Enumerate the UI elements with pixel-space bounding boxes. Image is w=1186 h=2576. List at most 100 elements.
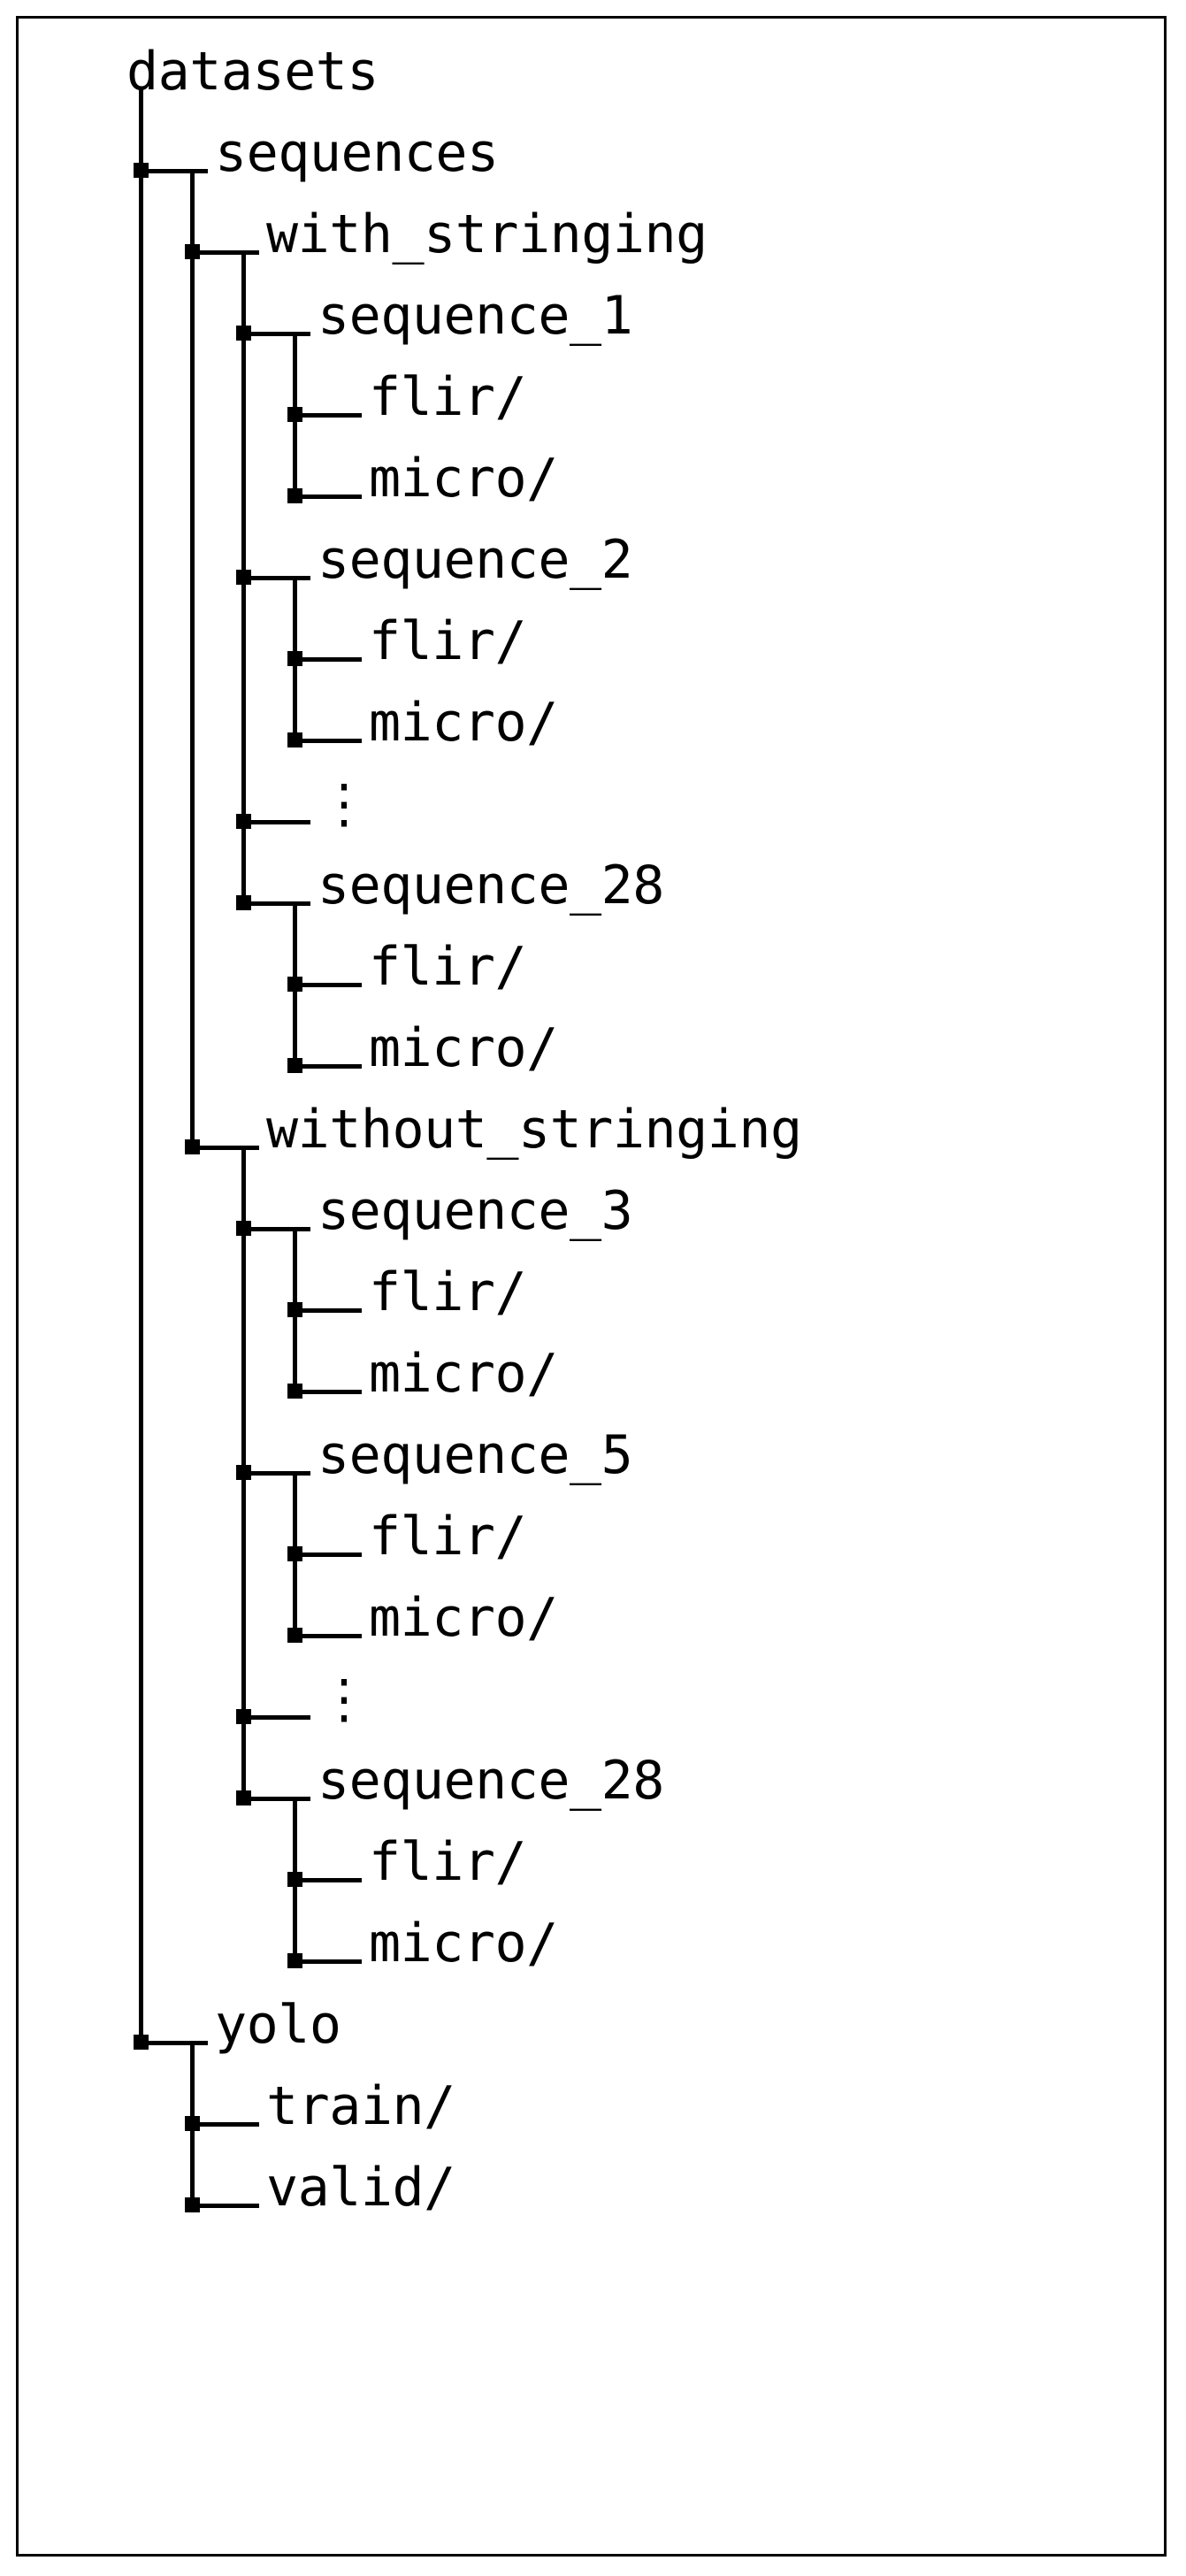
tree-branch-line — [293, 1959, 362, 1964]
tree-node-label: flir/ — [369, 1506, 527, 1568]
tree-junction-marker — [287, 732, 302, 748]
tree-junction-marker — [236, 1465, 251, 1481]
tree-branch-line — [293, 1389, 362, 1394]
tree-junction-marker — [287, 651, 302, 667]
tree-branch-line — [293, 1063, 362, 1069]
tree-junction-marker — [185, 2197, 200, 2213]
tree-junction-marker — [236, 326, 251, 341]
tree-junction-marker — [236, 814, 251, 830]
tree-junction-marker — [236, 570, 251, 586]
tree-branch-line — [293, 1307, 362, 1313]
tree-row: sequence_3 — [19, 1170, 1164, 1252]
tree-node-label: sequence_28 — [318, 855, 664, 916]
tree-junction-marker — [134, 163, 149, 179]
tree-branch-line — [241, 1796, 310, 1801]
tree-branch-line — [293, 982, 362, 987]
tree-node-label: sequence_1 — [318, 285, 633, 347]
tree-branch-line — [190, 1145, 259, 1150]
tree-node-label: without_stringing — [266, 1099, 802, 1161]
tree-branch-line — [190, 2121, 259, 2127]
tree-node-label: micro/ — [369, 1343, 558, 1405]
tree-node-label: sequence_5 — [318, 1424, 633, 1486]
tree-junction-marker — [287, 1953, 302, 1969]
tree-junction-marker — [287, 1546, 302, 1562]
tree-row: without_stringing — [19, 1089, 1164, 1170]
tree-branch-line — [241, 331, 310, 336]
tree-node-label: with_stringing — [266, 203, 708, 265]
tree-node-label: micro/ — [369, 1587, 558, 1649]
tree-row: micro/ — [19, 1903, 1164, 1984]
tree-branch-line — [139, 168, 208, 173]
tree-node-label: flir/ — [369, 1831, 527, 1893]
tree-branch-line — [293, 656, 362, 662]
tree-row: valid/ — [19, 2147, 1164, 2228]
tree-row: ⋮ — [19, 1659, 1164, 1740]
tree-row: train/ — [19, 2066, 1164, 2147]
tree-row: sequence_1 — [19, 275, 1164, 356]
tree-node-label: micro/ — [369, 692, 558, 754]
tree-row: micro/ — [19, 1008, 1164, 1089]
tree-branch-line — [190, 2203, 259, 2208]
tree-row: sequence_5 — [19, 1414, 1164, 1496]
tree-row: yolo — [19, 1984, 1164, 2066]
tree-row: flir/ — [19, 1821, 1164, 1903]
tree-junction-marker — [287, 1058, 302, 1074]
tree-junction-marker — [287, 1872, 302, 1888]
tree-row: flir/ — [19, 601, 1164, 682]
tree-branch-line — [293, 412, 362, 418]
tree-row: micro/ — [19, 438, 1164, 519]
tree-row: ⋮ — [19, 763, 1164, 845]
tree-row: datasets — [19, 31, 1164, 112]
tree-junction-marker — [287, 1302, 302, 1318]
tree-branch-line — [241, 901, 310, 906]
tree-branch-line — [190, 249, 259, 255]
tree-junction-marker — [185, 2116, 200, 2132]
tree-row: flir/ — [19, 1252, 1164, 1333]
tree-row: sequence_2 — [19, 519, 1164, 601]
tree-junction-marker — [185, 1139, 200, 1155]
tree-row: flir/ — [19, 926, 1164, 1008]
tree-junction-marker — [287, 1628, 302, 1644]
tree-node-label: train/ — [266, 2075, 455, 2137]
tree-branch-line — [241, 819, 310, 824]
tree-junction-marker — [287, 977, 302, 993]
tree-branch-line — [241, 1470, 310, 1476]
tree-branch-line — [293, 1877, 362, 1882]
tree-node-label: flir/ — [369, 936, 527, 998]
tree-node-label: datasets — [126, 41, 379, 103]
tree-junction-marker — [287, 1384, 302, 1399]
tree-junction-marker — [134, 2035, 149, 2051]
tree-branch-line — [293, 494, 362, 499]
tree-node-label: micro/ — [369, 1913, 558, 1974]
tree-row: micro/ — [19, 1333, 1164, 1414]
tree-branch-line — [293, 1552, 362, 1557]
tree-node-label: sequence_2 — [318, 529, 633, 591]
tree-trunk-line — [190, 171, 195, 1148]
tree-row: sequence_28 — [19, 1740, 1164, 1821]
tree-trunk-line — [139, 89, 143, 2043]
figure-frame: datasets sequences with_stringing sequence_… — [16, 16, 1167, 2557]
tree-junction-marker — [185, 244, 200, 260]
tree-row: flir/ — [19, 1496, 1164, 1577]
tree-branch-line — [293, 738, 362, 743]
tree-branch-line — [293, 1633, 362, 1638]
tree-row: sequence_28 — [19, 845, 1164, 926]
tree-ellipsis: ⋮ — [318, 1668, 371, 1730]
tree-node-label: sequences — [215, 122, 499, 184]
tree-row: sequences — [19, 112, 1164, 194]
tree-row: micro/ — [19, 1577, 1164, 1659]
tree-row: micro/ — [19, 682, 1164, 763]
tree-node-label: sequence_28 — [318, 1750, 664, 1812]
tree-node-label: yolo — [215, 1994, 341, 2056]
tree-node-label: sequence_3 — [318, 1180, 633, 1242]
tree-junction-marker — [236, 1790, 251, 1806]
tree-node-label: flir/ — [369, 1261, 527, 1323]
tree-node-label: micro/ — [369, 1017, 558, 1079]
tree-junction-marker — [287, 407, 302, 423]
tree-node-label: flir/ — [369, 366, 527, 428]
tree-row: with_stringing — [19, 194, 1164, 275]
tree-node-label: valid/ — [266, 2157, 455, 2219]
tree-ellipsis: ⋮ — [318, 773, 371, 835]
tree-row: flir/ — [19, 356, 1164, 438]
directory-tree: datasets sequences with_stringing sequence_… — [19, 19, 1164, 2554]
